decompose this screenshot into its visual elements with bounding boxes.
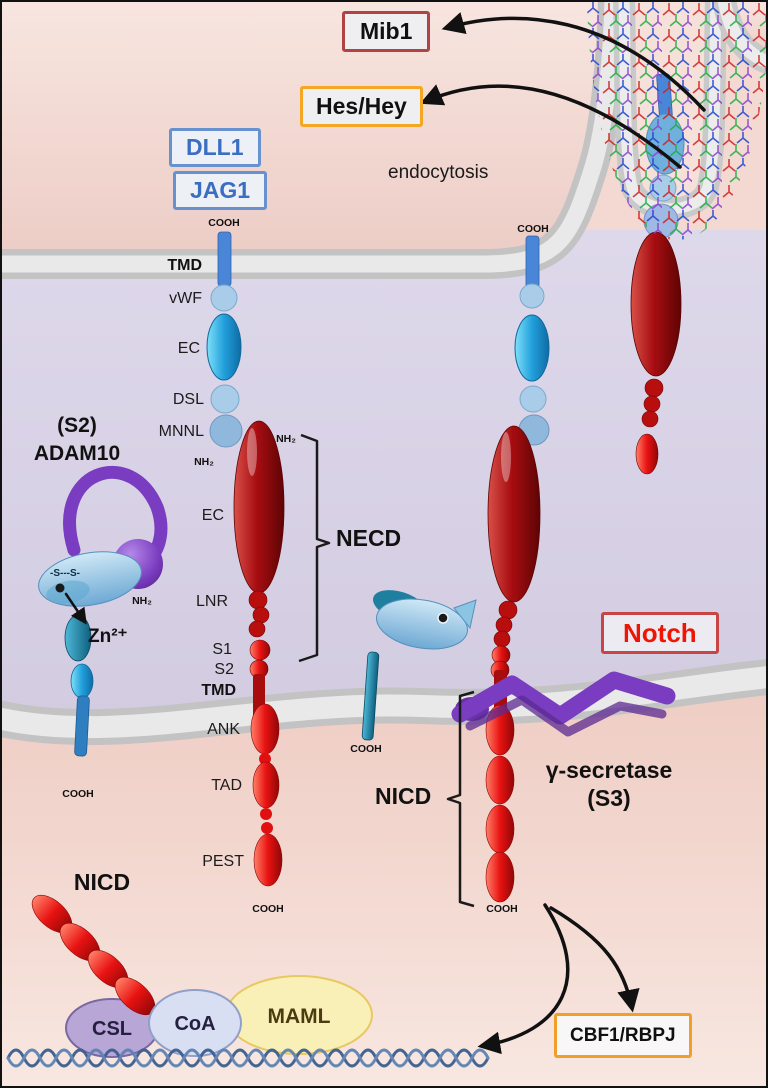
notch-box: Notch [601,612,719,654]
dna-helix [6,1048,490,1068]
receptor-ank-domain [250,703,280,755]
arrow-to-mib1 [441,12,706,112]
label-receptor-mid-cooh: COOH [486,903,518,915]
receptor-ec-domain [487,425,541,603]
label-zn: Zn²⁺ [88,626,128,647]
label-ligand-mid-cooh: COOH [517,223,549,235]
label-adam10-nh2: NH₂ [132,595,152,607]
ligand-tmd-rod [217,231,232,287]
label-nicd-bottom: NICD [74,869,130,895]
adam10-enzyme [38,465,168,757]
adam10-tm-rod [74,695,90,757]
enzyme-tm-rod [361,651,380,741]
dll1-box: DLL1 [169,128,261,167]
arrow-to-hes-hey [419,84,682,169]
brackets [298,433,475,908]
ligand-vwf-domain [210,284,238,312]
label-coa: CoA [174,1013,215,1035]
label-pest: PEST [202,853,244,870]
ligand-left [206,231,243,448]
label-ligand-ec: EC [178,340,200,357]
label-csl: CSL [92,1018,132,1040]
endocytosis-label: endocytosis [388,162,489,183]
ligand-tmd-rod [525,235,540,289]
label-s2: S2 [214,661,234,678]
label-vwf: vWF [169,290,202,307]
adam10-prodomain-loop [63,465,168,566]
label-ligand-nh2: NH₂ [194,456,214,468]
nicd-bracket [446,690,475,908]
ligand-ec-domain [206,313,242,381]
arrow-to-zn [64,592,87,625]
sending-cell-cytoplasm [2,2,613,264]
nicd-fragment-chain [31,894,156,1016]
nicd-oval [485,755,515,805]
label-ank: ANK [207,721,240,738]
label-nicd-bracket: NICD [375,783,431,809]
notch-receptor-left [233,420,285,887]
fragment-necd-oval [630,231,682,377]
arrow-to-cbf1 [549,906,640,1013]
gamma-secretase-shape [451,671,676,737]
ligand-dsl-domain [210,384,240,414]
label-adam10-cooh: COOH [62,788,94,800]
arrows [64,12,706,1055]
adam10-enzyme-middle [361,590,477,741]
label-s2-site: (S2) [57,414,97,437]
enzyme-eye-dot [437,612,449,624]
receiving-cell-cytoplasm [2,677,766,1086]
label-receptor-cooh: COOH [252,903,284,915]
labels: COOH TMD vWF EC DSL MNNL NH₂ NH₂ EC LNR … [34,217,672,1040]
label-maml: MAML [268,1005,331,1028]
mib1-box: Mib1 [342,11,431,52]
label-ligand-cooh: COOH [208,217,240,229]
necd-bracket [298,433,331,663]
arrow-to-complex [477,903,570,1055]
label-receptor-tmd: TMD [201,682,236,699]
ligand-mnnl-domain [209,414,243,448]
receptor-lnr-bead [252,606,270,624]
label-s1: S1 [212,641,232,658]
zinc-site-dot [55,583,65,593]
receptor-ec-domain [233,420,285,594]
receptor-lnr-bead [248,590,268,610]
nicd-oval [485,851,515,903]
enzyme-mouth [453,599,477,630]
clathrin-lattice [587,2,766,240]
label-adam10: ADAM10 [34,442,120,465]
label-gamma-secretase: γ-secretase [546,757,673,783]
nicd-oval [485,804,515,854]
label-receptor-nh2: NH₂ [276,433,296,445]
label-enzyme-mid-cooh: COOH [350,743,382,755]
coa-ellipse [148,989,242,1057]
label-necd: NECD [336,525,401,551]
label-mnnl: MNNL [159,423,204,440]
receptor-s1-bead [249,639,271,661]
label-ligand-tmd: TMD [167,257,202,274]
label-receptor-ec: EC [202,507,224,524]
jag1-box: JAG1 [173,171,268,210]
label-tad: TAD [211,777,242,794]
hes-hey-box: Hes/Hey [300,86,423,127]
receptor-lnr-bead [248,620,266,638]
label-dsl: DSL [173,391,204,408]
label-disulfide: -S---S- [50,568,80,579]
enzyme-body [376,598,468,650]
label-lnr: LNR [196,593,228,610]
transcription-complex [31,894,373,1058]
label-s3-site: (S3) [587,785,630,811]
cbf1-rbpj-box: CBF1/RBPJ [554,1013,692,1058]
receptor-pest-domain [253,833,283,887]
receptor-tad-domain [252,761,280,809]
